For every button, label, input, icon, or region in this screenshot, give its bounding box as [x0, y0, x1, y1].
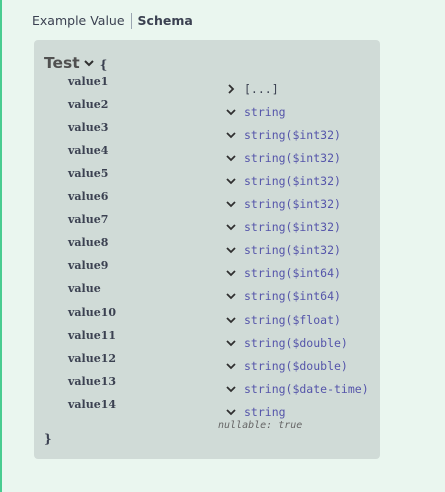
property-type-toggle[interactable]: string($double)	[226, 336, 348, 350]
property-type: string	[244, 105, 286, 120]
chevron-down-icon	[226, 316, 236, 323]
property-name: value6	[68, 190, 109, 204]
chevron-down-icon	[226, 178, 236, 185]
property-type: string($int32)	[244, 174, 341, 189]
model-tabs: Example Value Schema	[32, 12, 193, 30]
model-box: Test { value1 [...] value2 string value3 stri…	[34, 40, 380, 459]
property-row: value9 string($int64)	[34, 259, 380, 280]
chevron-down-icon	[226, 386, 236, 392]
property-name: value12	[68, 351, 117, 365]
property-type: string($int32)	[244, 128, 341, 143]
property-type-toggle[interactable]: string($int64)	[226, 289, 341, 303]
property-type-toggle[interactable]: string($int32)	[226, 151, 341, 165]
property-type-toggle[interactable]: string	[226, 105, 286, 119]
chevron-down-icon	[226, 224, 236, 231]
chevron-down-icon	[226, 201, 236, 208]
property-row: value7 string($int32)	[34, 213, 380, 234]
property-row: value4 string($int32)	[34, 144, 380, 165]
property-type: string($int64)	[244, 266, 341, 281]
property-type-toggle[interactable]: [...]	[226, 82, 279, 96]
property-name: value13	[68, 374, 117, 388]
chevron-down-icon	[226, 109, 236, 116]
property-name: value1	[68, 75, 109, 88]
property-type: string($int32)	[244, 220, 341, 235]
property-name: value9	[68, 259, 109, 273]
property-type-toggle[interactable]: string($int32)	[226, 128, 341, 142]
chevron-down-icon	[226, 293, 236, 300]
property-row: value6 string($int32)	[34, 190, 380, 211]
property-type-toggle[interactable]: string($int32)	[226, 174, 341, 188]
model-toggle[interactable]: Test {	[44, 53, 107, 73]
property-name: value8	[68, 236, 109, 250]
property-row: value12 string($double)	[34, 351, 380, 373]
chevron-right-icon	[228, 84, 235, 94]
property-type: string($int32)	[244, 243, 341, 258]
property-row: value8 string($int32)	[34, 236, 380, 257]
property-type: string($double)	[244, 335, 348, 350]
property-name: value	[68, 282, 101, 296]
chevron-down-icon	[226, 155, 236, 162]
property-type: string($int64)	[244, 289, 341, 304]
chevron-down-icon	[226, 132, 236, 139]
property-type-toggle[interactable]: string($int32)	[226, 243, 341, 257]
property-name: value7	[68, 213, 109, 227]
property-name: value10	[68, 305, 117, 319]
nullable-note: nullable: true	[218, 420, 303, 431]
tab-example-value[interactable]: Example Value	[32, 13, 125, 28]
property-type: string($float)	[244, 312, 341, 327]
property-row: value2 string	[34, 98, 380, 119]
property-type-toggle[interactable]: string($int64)	[226, 266, 341, 280]
property-type: string($double)	[244, 358, 348, 373]
property-type-toggle[interactable]: string($double)	[226, 359, 348, 373]
property-type-toggle[interactable]: string($int32)	[226, 197, 341, 211]
property-row: value5 string($int32)	[34, 167, 380, 188]
open-brace: {	[99, 57, 108, 72]
property-row: value string($int64)	[34, 282, 380, 303]
property-name: value4	[68, 144, 109, 158]
property-row: value10 string($float)	[34, 305, 380, 327]
model-title: Test	[44, 54, 80, 72]
property-type: string($int32)	[244, 151, 341, 166]
tab-schema[interactable]: Schema	[137, 13, 193, 28]
chevron-down-icon	[226, 270, 236, 277]
property-row: value3 string($int32)	[34, 121, 380, 142]
close-brace: }	[44, 432, 52, 446]
property-type: [...]	[244, 82, 279, 96]
property-row: value13 string($date-time)	[34, 374, 380, 396]
property-name: value5	[68, 167, 109, 181]
property-name: value2	[68, 98, 109, 112]
chevron-down-icon	[226, 362, 236, 369]
property-name: value11	[68, 328, 117, 342]
chevron-down-icon	[226, 409, 236, 415]
property-type: string($int32)	[244, 197, 341, 212]
property-type: string	[244, 404, 286, 419]
chevron-down-icon	[83, 60, 94, 67]
property-row: value14 string	[34, 397, 380, 419]
property-row: value1 [...]	[34, 75, 380, 96]
property-type: string($date-time)	[244, 381, 369, 396]
chevron-down-icon	[226, 339, 236, 346]
property-type-toggle[interactable]: string($float)	[226, 313, 341, 327]
property-type-toggle[interactable]: string	[226, 405, 286, 419]
property-row: value11 string($double)	[34, 328, 380, 350]
tab-divider	[130, 13, 132, 29]
property-name: value14	[68, 397, 117, 411]
property-type-toggle[interactable]: string($date-time)	[226, 382, 369, 396]
chevron-down-icon	[226, 247, 236, 254]
property-name: value3	[68, 121, 109, 135]
property-type-toggle[interactable]: string($int32)	[226, 220, 341, 234]
